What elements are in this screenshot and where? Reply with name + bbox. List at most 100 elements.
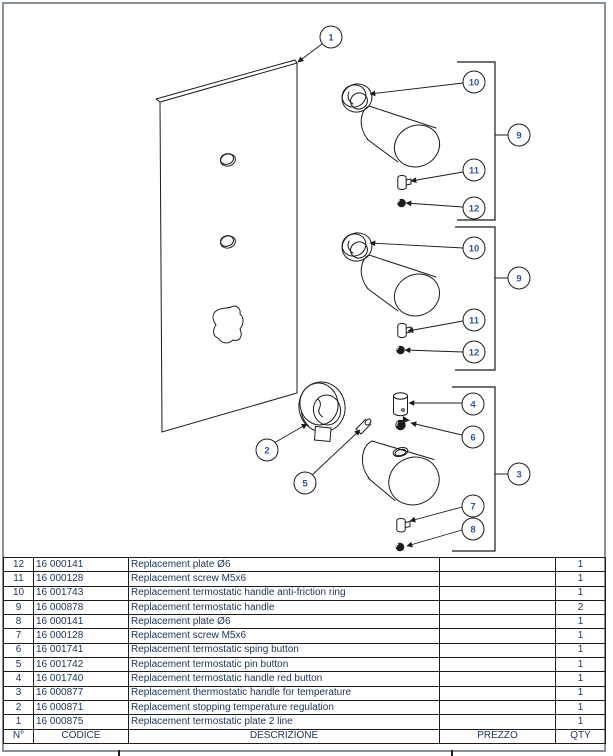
leader-10-middle	[369, 240, 464, 249]
cell-prezzo	[439, 657, 556, 673]
callout-10-top-label: 10	[469, 78, 480, 89]
handle-cylinder-top	[360, 105, 441, 168]
anti-friction-ring-middle	[341, 232, 373, 262]
parts-table: 12 16 000141 Replacement plate Ø6 1 11 1…	[3, 556, 606, 744]
cell-no: 3	[3, 685, 34, 701]
cell-qty: 1	[555, 657, 606, 673]
cell-descrizione: Replacement termostatic plate 2 line	[128, 714, 440, 730]
callout-5-label: 5	[302, 479, 308, 490]
cell-qty: 1	[555, 585, 606, 601]
exploded-diagram: 1 10 9 11 12 10 9 11 12 2 5 4 6 3 7 8	[155, 25, 531, 552]
cell-descrizione: Replacement plate Ø6	[128, 614, 440, 630]
cell-prezzo	[439, 685, 556, 701]
cell-qty: 1	[555, 642, 606, 659]
cell-prezzo	[439, 671, 556, 687]
cell-no: 4	[3, 671, 34, 687]
cell-descrizione: Replacement termostatic sping button	[128, 642, 440, 659]
cell-no: 10	[3, 585, 34, 601]
screw-bottom	[396, 518, 411, 533]
cell-qty: 1	[555, 614, 606, 630]
cell-no: 7	[3, 628, 34, 644]
cell-descrizione: Replacement stopping temperature regulat…	[128, 699, 440, 716]
cell-no: 1	[3, 714, 34, 730]
callout-12-middle-label: 12	[469, 348, 480, 359]
table-row: 2 16 000871 Replacement stopping tempera…	[3, 699, 606, 716]
cell-codice: 16 001741	[33, 642, 129, 659]
cell-no: 5	[3, 657, 34, 673]
callout-10-middle: 10	[462, 236, 486, 260]
screw-top	[397, 175, 412, 190]
cell-prezzo	[439, 614, 556, 630]
table-row: 9 16 000878 Replacement termostatic hand…	[3, 599, 606, 616]
cell-no: 8	[3, 614, 34, 630]
table-row: 8 16 000141 Replacement plate Ø6 1	[3, 614, 606, 630]
header-qty: QTY	[555, 728, 606, 744]
cell-codice: 16 001743	[33, 585, 129, 601]
table-row: 7 16 000128 Replacement screw M5x6 1	[3, 628, 606, 644]
stop-ring	[298, 381, 346, 443]
leader-10-top	[369, 82, 464, 97]
cell-codice: 16 001740	[33, 671, 129, 687]
callout-4-label: 4	[470, 400, 476, 411]
callout-11-middle-label: 11	[469, 316, 480, 327]
cell-prezzo	[439, 699, 556, 716]
handle-group-top	[341, 61, 509, 221]
cell-codice: 16 000877	[33, 685, 129, 701]
cell-qty: 2	[555, 599, 606, 616]
table-row: 4 16 001740 Replacement termostatic hand…	[3, 671, 606, 687]
table-row: 10 16 001743 Replacement termostatic han…	[3, 585, 606, 601]
cell-prezzo	[439, 571, 556, 587]
handle-group-middle	[341, 226, 509, 371]
table-row: 1 16 000875 Replacement termostatic plat…	[3, 714, 606, 730]
leader-11-middle	[407, 320, 464, 333]
callout-9-middle-label: 9	[516, 274, 521, 285]
callout-12-top: 12	[462, 196, 486, 220]
callout-4: 4	[461, 392, 485, 416]
callout-3-label: 3	[516, 470, 521, 481]
washer-plate-middle	[396, 345, 405, 355]
header-prezzo: PREZZO	[439, 728, 556, 744]
bracket-middle	[455, 226, 496, 371]
header-codice: CODICE	[33, 728, 129, 744]
leader-11-top	[410, 171, 464, 183]
cell-no: 11	[3, 571, 34, 587]
callout-2-label: 2	[264, 446, 269, 457]
cell-prezzo	[439, 585, 556, 601]
leader-2	[273, 423, 308, 444]
wall-plate	[155, 59, 298, 433]
callout-10-middle-label: 10	[469, 244, 480, 255]
callout-1: 1	[319, 25, 343, 49]
cell-descrizione: Replacement termostatic pin button	[128, 657, 440, 673]
sping-button	[395, 416, 410, 431]
next-section-line-stub	[118, 750, 120, 756]
cell-descrizione: Replacement plate Ø6	[128, 556, 440, 573]
table-row: 5 16 001742 Replacement termostatic pin …	[3, 657, 606, 673]
callout-7-label: 7	[470, 502, 475, 513]
cell-no: 6	[3, 642, 34, 659]
callout-10-top: 10	[462, 70, 486, 94]
callout-12-middle: 12	[462, 340, 486, 364]
cell-codice: 16 000128	[33, 571, 129, 587]
cell-codice: 16 000141	[33, 556, 129, 573]
cell-codice: 16 000875	[33, 714, 129, 730]
leader-12-top	[405, 200, 464, 208]
plate-cutout	[212, 305, 244, 344]
header-no: N°	[3, 728, 34, 744]
cell-codice: 16 000871	[33, 699, 129, 716]
next-section-line-stub	[451, 750, 453, 756]
leader-12-middle	[404, 347, 464, 354]
cell-codice: 16 000128	[33, 628, 129, 644]
red-button	[393, 392, 408, 417]
cell-qty: 1	[555, 685, 606, 701]
handle-cylinder-bottom	[361, 440, 440, 506]
cell-qty: 1	[555, 571, 606, 587]
callout-8-label: 8	[470, 525, 475, 536]
cell-no: 9	[3, 599, 34, 616]
callout-9-top: 9	[507, 123, 531, 147]
cell-codice: 16 000878	[33, 599, 129, 616]
plate-hole-top-rim	[219, 153, 235, 165]
cell-codice: 16 000141	[33, 614, 129, 630]
table-header-row: N° CODICE DESCRIZIONE PREZZO QTY	[3, 728, 606, 744]
callout-1-label: 1	[328, 33, 334, 44]
callout-3: 3	[507, 462, 531, 486]
